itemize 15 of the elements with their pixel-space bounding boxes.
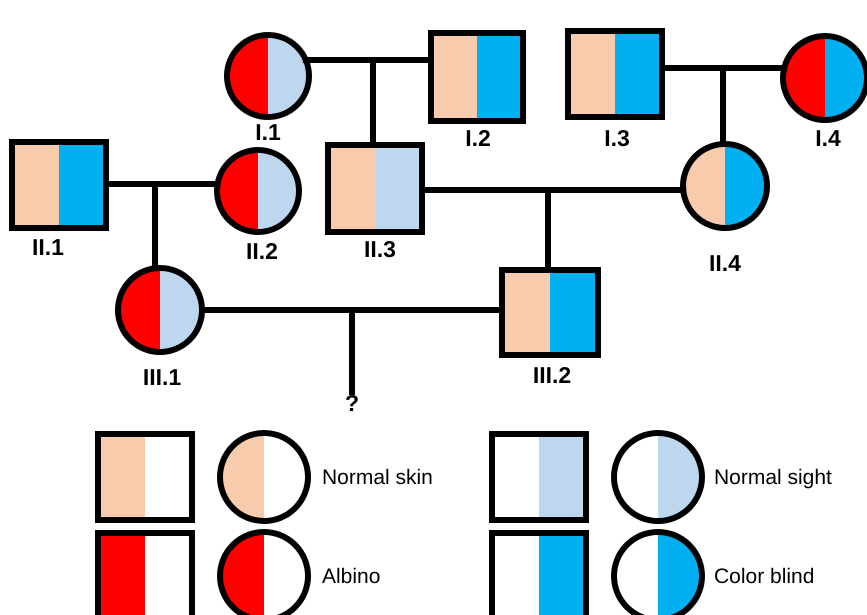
legend-label: Normal skin (322, 467, 433, 488)
individual-label: III.2 (532, 364, 572, 387)
question-mark: ? (344, 392, 360, 415)
individual-label: III.1 (142, 366, 182, 389)
individual-label: II.1 (32, 236, 64, 259)
individual-label: II.3 (364, 238, 396, 261)
legend-label: Albino (322, 566, 380, 587)
individual-label: I.2 (465, 127, 491, 150)
individual-label: I.1 (255, 121, 281, 144)
legend-label: Normal sight (714, 467, 832, 488)
legend-label: Color blind (714, 566, 814, 587)
individual-label: I.3 (604, 127, 630, 150)
individual-label: II.4 (709, 252, 741, 275)
individual-label: II.2 (246, 240, 278, 263)
individual-label: I.4 (815, 127, 841, 150)
